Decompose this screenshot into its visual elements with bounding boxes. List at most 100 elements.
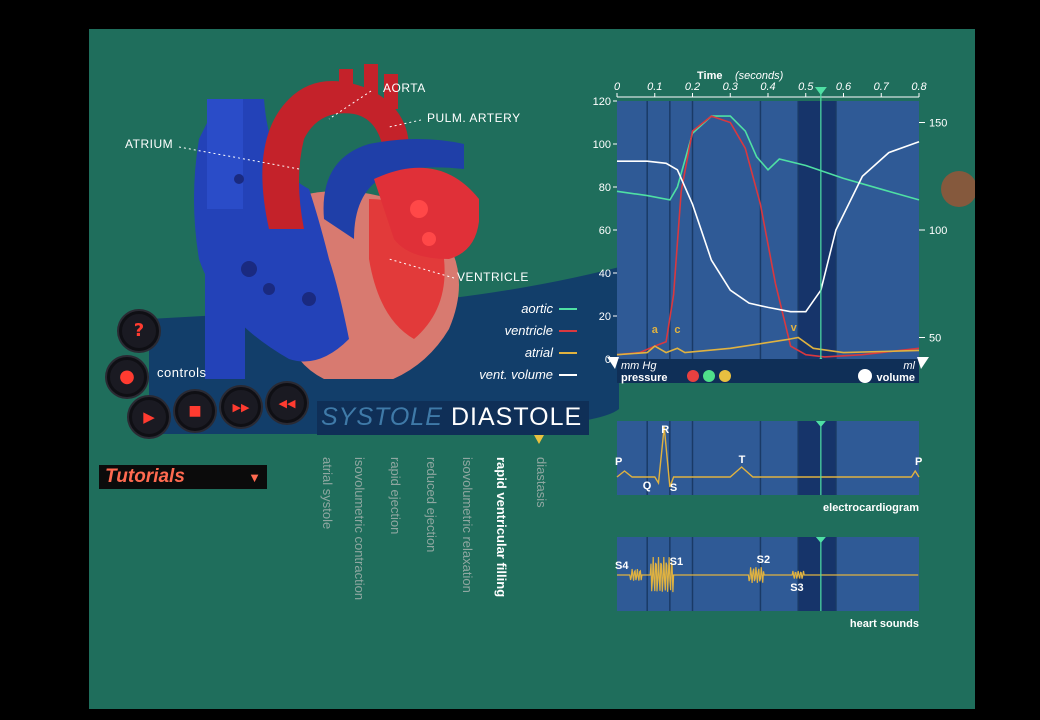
- legend-swatch-atrial: [559, 351, 577, 354]
- heart-illustration: [194, 64, 479, 379]
- cardiac-cycle-app: AORTA PULM. ARTERY ATRIUM VENTRICLE ? ● …: [89, 29, 975, 709]
- volume-tick-label-2: 50: [929, 333, 941, 345]
- ecg-title: electrocardiogram: [823, 502, 919, 514]
- time-tick-label-6: 0.6: [836, 81, 852, 93]
- pressure-tick-label-2: 80: [599, 182, 611, 194]
- pressure-tick-label-0: 120: [593, 96, 611, 108]
- play-icon: ▶: [143, 407, 155, 426]
- series-line-vent-volume: [617, 141, 920, 313]
- aorta-label: AORTA: [383, 81, 426, 95]
- heart-sounds-title: heart sounds: [850, 618, 919, 630]
- wave-label-v: v: [791, 322, 798, 334]
- time-tick-label-1: 0.1: [647, 81, 662, 93]
- time-tick-label-0: 0: [614, 81, 621, 93]
- cycle-bar: [317, 401, 589, 435]
- pressure-dot-2: [719, 370, 731, 382]
- current-phase-band: [798, 101, 836, 359]
- play-button[interactable]: ▶: [129, 397, 169, 437]
- time-tick-label-8: 0.8: [911, 81, 927, 93]
- volume-unit-label: ml: [903, 360, 915, 372]
- ecg-wave-label-4: T: [739, 454, 746, 466]
- series-line-atrial: [616, 336, 920, 356]
- ecg-wave-label-5: P: [915, 456, 922, 468]
- pressure-unit-label: mm Hg: [621, 360, 657, 372]
- right-axis-marker-icon: [917, 357, 929, 369]
- stop-icon: ■: [188, 403, 202, 419]
- fast-forward-icon: ▶▶: [232, 400, 250, 414]
- pressure-dot-1: [703, 370, 715, 382]
- volume-tick-label-0: 150: [929, 118, 947, 130]
- time-tick-label-3: 0.3: [723, 81, 739, 93]
- time-tick-label-4: 0.4: [760, 81, 775, 93]
- legend-atrial: atrial: [525, 345, 577, 360]
- ecg-wave-label-3: S: [670, 482, 677, 494]
- rewind-icon: ◀◀: [278, 396, 296, 410]
- phase-isovolumetric-contraction[interactable]: isovolumetric contraction: [352, 457, 367, 601]
- phase-pointer-icon: [534, 435, 544, 444]
- phase-isovolumetric-relaxation[interactable]: isovolumetric relaxation: [460, 457, 475, 593]
- pressure-tick-label-3: 60: [599, 225, 611, 237]
- diastole-label: DIASTOLE: [451, 403, 583, 431]
- time-cursor-top-handle-icon: [814, 87, 827, 95]
- ecg-cursor-handle-icon: [815, 421, 826, 427]
- pressure-tick-label-6: 0: [605, 354, 611, 366]
- pressure-tick-label-5: 20: [599, 311, 611, 323]
- time-tick-label-7: 0.7: [874, 81, 890, 93]
- tutorials-dropdown[interactable]: Tutorials ▼: [99, 465, 267, 489]
- phase-rapid-ventricular-filling[interactable]: rapid ventricular filling: [494, 457, 509, 598]
- pressure-bar-label: pressure: [621, 372, 667, 384]
- time-axis-title: Time: [697, 70, 722, 82]
- time-tick-label-5: 0.5: [798, 81, 814, 93]
- record-icon: ●: [119, 366, 135, 387]
- volume-bar-label: volume: [876, 372, 915, 384]
- help-button[interactable]: ?: [119, 311, 159, 351]
- ecg-trace: [616, 426, 920, 488]
- time-tick-label-2: 0.2: [685, 81, 700, 93]
- legend-swatch-ventricle: [559, 329, 577, 332]
- ecg-current-band: [798, 421, 836, 495]
- ecg-wave-label-1: R: [661, 424, 669, 436]
- heart-sound-label-S1: S1: [670, 556, 683, 568]
- wave-label-c: c: [674, 324, 680, 336]
- heart-sound-label-S3: S3: [790, 582, 803, 594]
- ecg-wave-label-0: P: [615, 456, 622, 468]
- dropdown-arrow-icon: ▼: [248, 469, 261, 485]
- volume-dot: [858, 369, 872, 383]
- pulm-artery-label: PULM. ARTERY: [427, 111, 521, 125]
- phase-atrial-systole[interactable]: atrial systole: [320, 457, 335, 530]
- heart-sound-trace: [617, 556, 919, 593]
- systole-label: SYSTOLE: [321, 403, 443, 431]
- volume-tick-label-1: 100: [929, 225, 947, 237]
- pressure-volume-chart: Time (seconds) 0 0.1 0.2 0.3 0.4 0.5 0.6 0.7 0.8 12…: [593, 70, 948, 384]
- legend-volume: vent. volume: [479, 367, 577, 382]
- heart-sound-label-S2: S2: [757, 554, 770, 566]
- legend-ventricle: ventricle: [505, 323, 577, 338]
- pressure-tick-label-4: 40: [599, 268, 611, 280]
- tutorials-label: Tutorials: [105, 466, 185, 487]
- rewind-button[interactable]: ◀◀: [267, 383, 307, 423]
- left-axis-marker-icon: [607, 357, 619, 369]
- ecg-wave-label-2: Q: [643, 480, 652, 492]
- record-button[interactable]: ●: [107, 357, 147, 397]
- fast-forward-button[interactable]: ▶▶: [221, 387, 261, 427]
- chart-legend: aortic ventricle atrial vent. volume: [469, 299, 577, 389]
- legend-swatch-aortic: [559, 307, 577, 310]
- legend-swatch-volume: [559, 373, 577, 376]
- heart-leader-lines: [178, 90, 455, 279]
- time-axis-unit: (seconds): [735, 70, 784, 82]
- hs-cursor-handle-icon: [815, 537, 826, 543]
- ventricle-label: VENTRICLE: [457, 270, 529, 284]
- heart-sound-label-S4: S4: [615, 560, 629, 572]
- pressure-dot-0: [687, 370, 699, 382]
- phase-rapid-ejection[interactable]: rapid ejection: [388, 457, 403, 535]
- phase-reduced-ejection[interactable]: reduced ejection: [424, 457, 439, 553]
- legend-aortic: aortic: [521, 301, 577, 316]
- plot-area: [617, 101, 919, 359]
- stop-button[interactable]: ■: [175, 391, 215, 431]
- wave-label-a: a: [652, 324, 659, 336]
- pressure-tick-label-1: 100: [593, 139, 611, 151]
- help-icon: ?: [133, 320, 145, 341]
- atrium-label: ATRIUM: [125, 137, 174, 151]
- phase-diastasis[interactable]: diastasis: [534, 457, 549, 508]
